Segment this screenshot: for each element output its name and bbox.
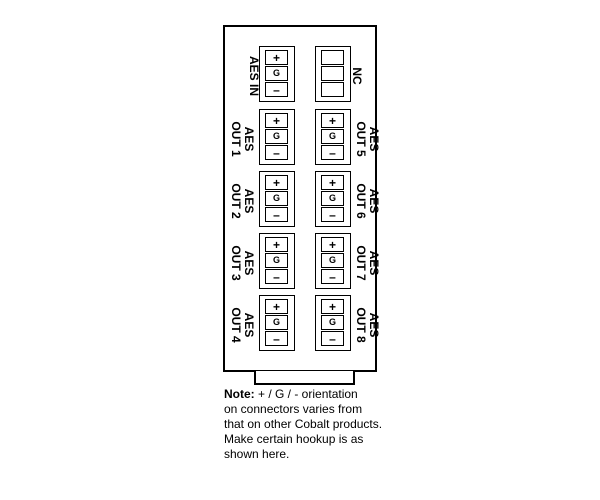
connector-aes-out-6: + G – (315, 171, 351, 227)
note-line: shown here. (224, 447, 290, 461)
label-aes-out-1: AES OUT 1 (229, 121, 256, 157)
connector-aes-out-5: + G – (315, 109, 351, 165)
pin-minus: – (265, 331, 288, 346)
label-nc: NC (350, 67, 365, 85)
connector-aes-out-2: + G – (259, 171, 295, 227)
note-line: Make certain hookup is as (224, 432, 364, 446)
note-line: on connectors varies from (224, 402, 363, 416)
pin-ground: G (265, 253, 288, 268)
label-aes-out-8: AES OUT 8 (354, 307, 381, 343)
pin-minus: – (265, 145, 288, 160)
pin-plus: + (321, 299, 344, 314)
pin-ground: G (265, 66, 288, 81)
pin-plus: + (265, 113, 288, 128)
pin-minus: – (321, 269, 344, 284)
pin-ground: G (265, 191, 288, 206)
pin-minus: – (321, 207, 344, 222)
pin-ground: G (265, 129, 288, 144)
label-aes-out-3: AES OUT 3 (229, 245, 256, 281)
pin-plus: + (321, 237, 344, 252)
pin-ground: G (321, 315, 344, 330)
pin-empty (321, 66, 344, 81)
pin-ground: G (265, 315, 288, 330)
pin-minus: – (321, 145, 344, 160)
note-heading: Note: (224, 387, 255, 401)
pin-ground: G (321, 191, 344, 206)
note-line: + / G / - orientation (254, 387, 358, 401)
connector-aes-out-1: + G – (259, 109, 295, 165)
connector-aes-out-4: + G – (259, 295, 295, 351)
pin-plus: + (265, 237, 288, 252)
pin-minus: – (265, 82, 288, 97)
connector-aes-out-3: + G – (259, 233, 295, 289)
pin-ground: G (321, 253, 344, 268)
connector-nc (315, 46, 351, 102)
label-aes-out-7: AES OUT 7 (354, 245, 381, 281)
label-aes-out-5: AES OUT 5 (354, 121, 381, 157)
pin-minus: – (265, 269, 288, 284)
label-aes-out-6: AES OUT 6 (354, 183, 381, 219)
pin-minus: – (321, 331, 344, 346)
pin-ground: G (321, 129, 344, 144)
pin-plus: + (265, 175, 288, 190)
label-aes-out-4: AES OUT 4 (229, 307, 256, 343)
pin-plus: + (265, 299, 288, 314)
connector-aes-out-7: + G – (315, 233, 351, 289)
rear-panel (223, 25, 377, 372)
pin-empty (321, 82, 344, 97)
pin-empty (321, 50, 344, 65)
orientation-note: Note: + / G / - orientation on connector… (224, 387, 484, 462)
connector-aes-out-8: + G – (315, 295, 351, 351)
connector-aes-in: + G – (259, 46, 295, 102)
pin-plus: + (265, 50, 288, 65)
note-line: that on other Cobalt products. (224, 417, 383, 431)
panel-bottom-tab (254, 371, 355, 385)
pin-minus: – (265, 207, 288, 222)
pin-plus: + (321, 175, 344, 190)
pin-plus: + (321, 113, 344, 128)
label-aes-out-2: AES OUT 2 (229, 183, 256, 219)
